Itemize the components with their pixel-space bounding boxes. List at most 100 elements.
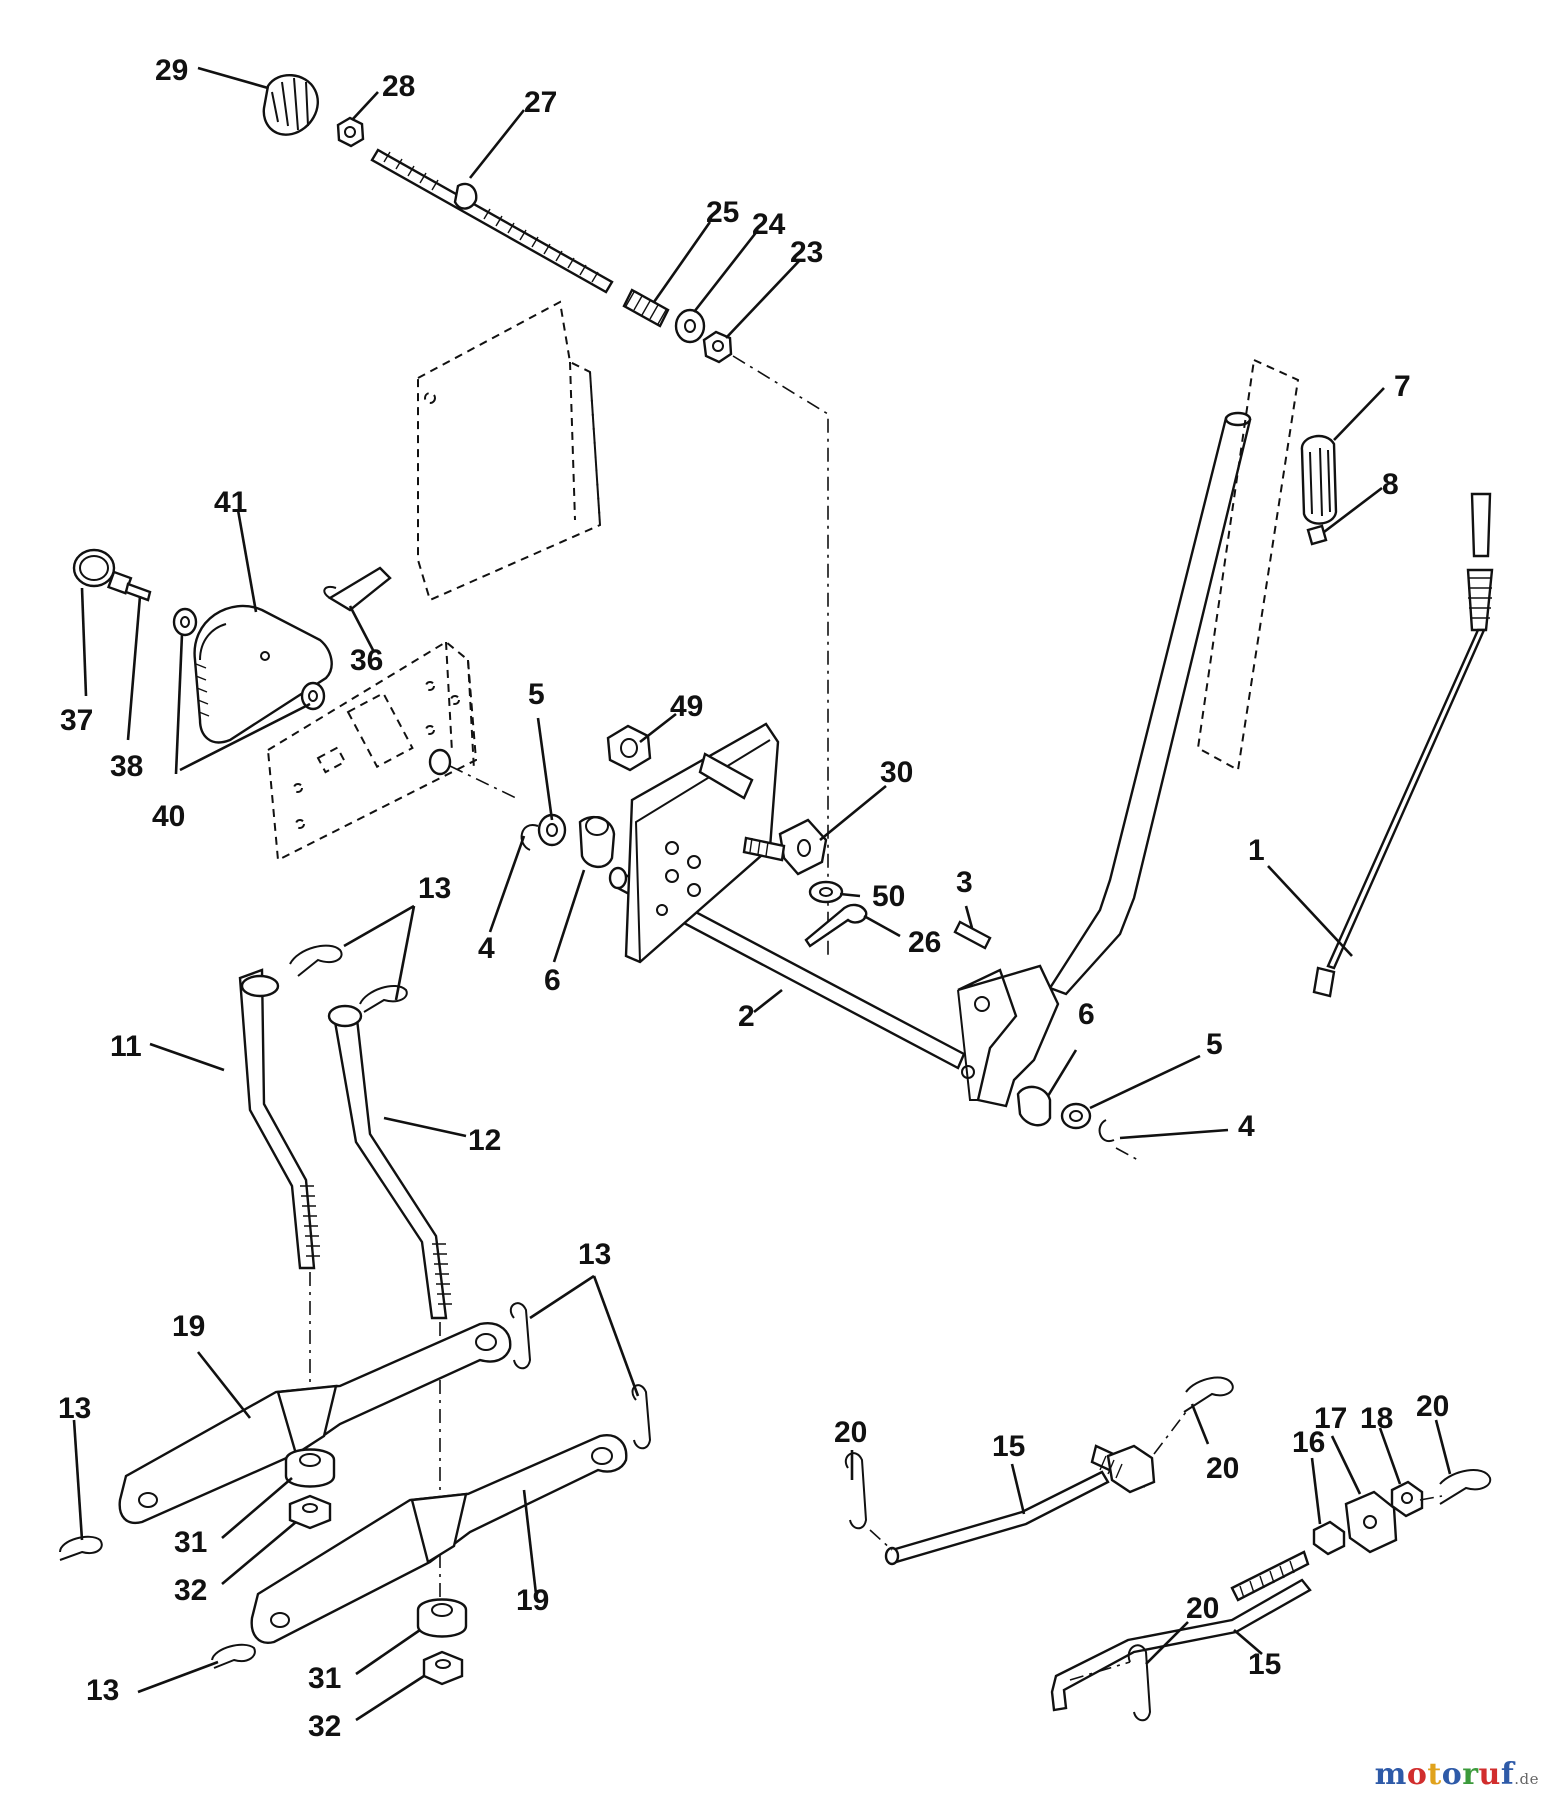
part-lift-plate bbox=[624, 722, 780, 964]
assembly-line-rod-15-upper bbox=[869, 1529, 893, 1551]
callout-49: 49 bbox=[670, 690, 703, 723]
part-hair-pins-13-top bbox=[289, 944, 408, 1013]
callout-15-lower: 15 bbox=[1248, 1648, 1281, 1681]
callout-31-lower: 31 bbox=[308, 1662, 341, 1695]
callout-4-lower: 4 bbox=[1238, 1110, 1255, 1143]
callout-20-mid: 20 bbox=[1206, 1452, 1239, 1485]
callout-13-lower: 13 bbox=[86, 1674, 119, 1707]
part-hair-pins-20 bbox=[844, 1376, 1492, 1722]
callout-29: 29 bbox=[155, 54, 188, 87]
callout-26: 26 bbox=[908, 926, 941, 959]
callout-16: 16 bbox=[1292, 1426, 1325, 1459]
assembly-line-rod bbox=[732, 355, 829, 960]
part-hair-pins-13-arms bbox=[59, 1302, 652, 1669]
watermark-tld: .de bbox=[1514, 1770, 1539, 1788]
part-washer-5b bbox=[1060, 1102, 1092, 1130]
part-roll-pin-3 bbox=[953, 920, 992, 950]
part-trunnion-17 bbox=[1344, 1490, 1398, 1554]
callout-30: 30 bbox=[880, 756, 913, 789]
part-washer-40a bbox=[172, 607, 198, 637]
part-lift-arm-19-upper bbox=[118, 1322, 512, 1525]
callout-5-lower: 5 bbox=[1206, 1028, 1223, 1061]
part-spacer-31-upper bbox=[284, 1448, 336, 1488]
part-bushing-6a bbox=[578, 815, 616, 868]
callout-8: 8 bbox=[1382, 468, 1399, 501]
part-nut-18 bbox=[1390, 1480, 1424, 1518]
watermark-letter: m bbox=[1374, 1757, 1407, 1792]
callout-13-arms: 13 bbox=[578, 1238, 611, 1271]
callout-20-right: 20 bbox=[1416, 1390, 1449, 1423]
callout-38: 38 bbox=[110, 750, 143, 783]
part-spring bbox=[622, 288, 670, 328]
assembly-line-rod-15-lower bbox=[1419, 1495, 1443, 1501]
callout-37: 37 bbox=[60, 704, 93, 737]
callout-17: 17 bbox=[1314, 1402, 1347, 1435]
watermark-logo: motoruf.de bbox=[1375, 1757, 1539, 1792]
callout-50: 50 bbox=[872, 880, 905, 913]
phantom-mount-bracket bbox=[266, 640, 478, 862]
part-jam-nut-top bbox=[336, 116, 365, 148]
part-knob bbox=[262, 73, 319, 136]
part-bolt-38 bbox=[106, 570, 152, 602]
part-hair-pin-37 bbox=[72, 548, 116, 588]
part-grip-7 bbox=[1300, 434, 1338, 525]
part-bushing-6b bbox=[1016, 1085, 1052, 1127]
callout-36: 36 bbox=[350, 644, 383, 677]
phantom-handle-grip-zone bbox=[1196, 358, 1300, 772]
callout-20-lower: 20 bbox=[1186, 1592, 1219, 1625]
part-lift-link-11 bbox=[238, 968, 320, 1270]
callout-19-lower: 19 bbox=[516, 1584, 549, 1617]
part-retaining-ring-4b bbox=[1098, 1119, 1115, 1143]
part-washer-40b bbox=[300, 681, 326, 711]
callout-18: 18 bbox=[1360, 1402, 1393, 1435]
callout-19-upper: 19 bbox=[172, 1310, 205, 1343]
part-swivel-30 bbox=[742, 818, 828, 876]
part-cable-1 bbox=[1312, 492, 1494, 998]
callout-labels: 29 28 27 25 24 23 7 8 41 37 38 40 36 5 4… bbox=[58, 54, 1449, 1743]
part-clip-36 bbox=[323, 566, 392, 612]
part-pivot-stud bbox=[428, 748, 452, 776]
callout-5-upper: 5 bbox=[528, 678, 545, 711]
callout-7: 7 bbox=[1394, 370, 1411, 403]
callout-11: 11 bbox=[110, 1030, 142, 1063]
part-cap-8 bbox=[1306, 524, 1328, 546]
part-lift-arm-19-lower bbox=[250, 1434, 628, 1644]
part-draft-rod-15-upper bbox=[884, 1444, 1156, 1566]
callout-31-upper: 31 bbox=[174, 1526, 207, 1559]
watermark-letter: u bbox=[1478, 1757, 1501, 1792]
assembly-line-shaft-end bbox=[1115, 1147, 1139, 1161]
callout-32-upper: 32 bbox=[174, 1574, 207, 1607]
watermark-letter: r bbox=[1462, 1757, 1479, 1792]
callout-23: 23 bbox=[790, 236, 823, 269]
part-draft-rod-15-lower bbox=[1050, 1550, 1312, 1712]
assembly-line-pivot bbox=[449, 765, 521, 801]
callout-24: 24 bbox=[752, 208, 786, 241]
part-lift-handle bbox=[957, 411, 1252, 1108]
watermark-letter: o bbox=[1406, 1757, 1428, 1792]
part-nut-16 bbox=[1312, 1520, 1346, 1556]
watermark-letter: f bbox=[1500, 1757, 1515, 1792]
callout-13-left: 13 bbox=[58, 1392, 91, 1425]
leader-lines bbox=[72, 66, 1452, 1722]
callout-4-upper: 4 bbox=[478, 932, 495, 965]
callout-40: 40 bbox=[152, 800, 185, 833]
part-retaining-ring-4a bbox=[520, 824, 539, 851]
callout-12: 12 bbox=[468, 1124, 501, 1157]
callout-13-upper: 13 bbox=[418, 872, 451, 905]
part-nut-32-lower bbox=[422, 1650, 464, 1686]
part-flange-nut-49 bbox=[606, 724, 652, 772]
part-nut-32-upper bbox=[288, 1494, 332, 1530]
part-lift-shaft bbox=[608, 866, 966, 1070]
part-lift-link-12 bbox=[327, 1004, 452, 1320]
callout-1: 1 bbox=[1248, 834, 1265, 867]
callout-15-upper: 15 bbox=[992, 1430, 1025, 1463]
watermark-letter: t bbox=[1427, 1757, 1442, 1792]
callout-6-lower: 6 bbox=[1078, 998, 1095, 1031]
callout-3: 3 bbox=[956, 866, 973, 899]
part-washer-top bbox=[674, 308, 706, 344]
part-adjustment-rod bbox=[370, 148, 614, 294]
phantom-frame-panel bbox=[417, 300, 602, 602]
part-height-plate bbox=[193, 604, 333, 744]
part-cotter-pin-26 bbox=[804, 903, 868, 948]
